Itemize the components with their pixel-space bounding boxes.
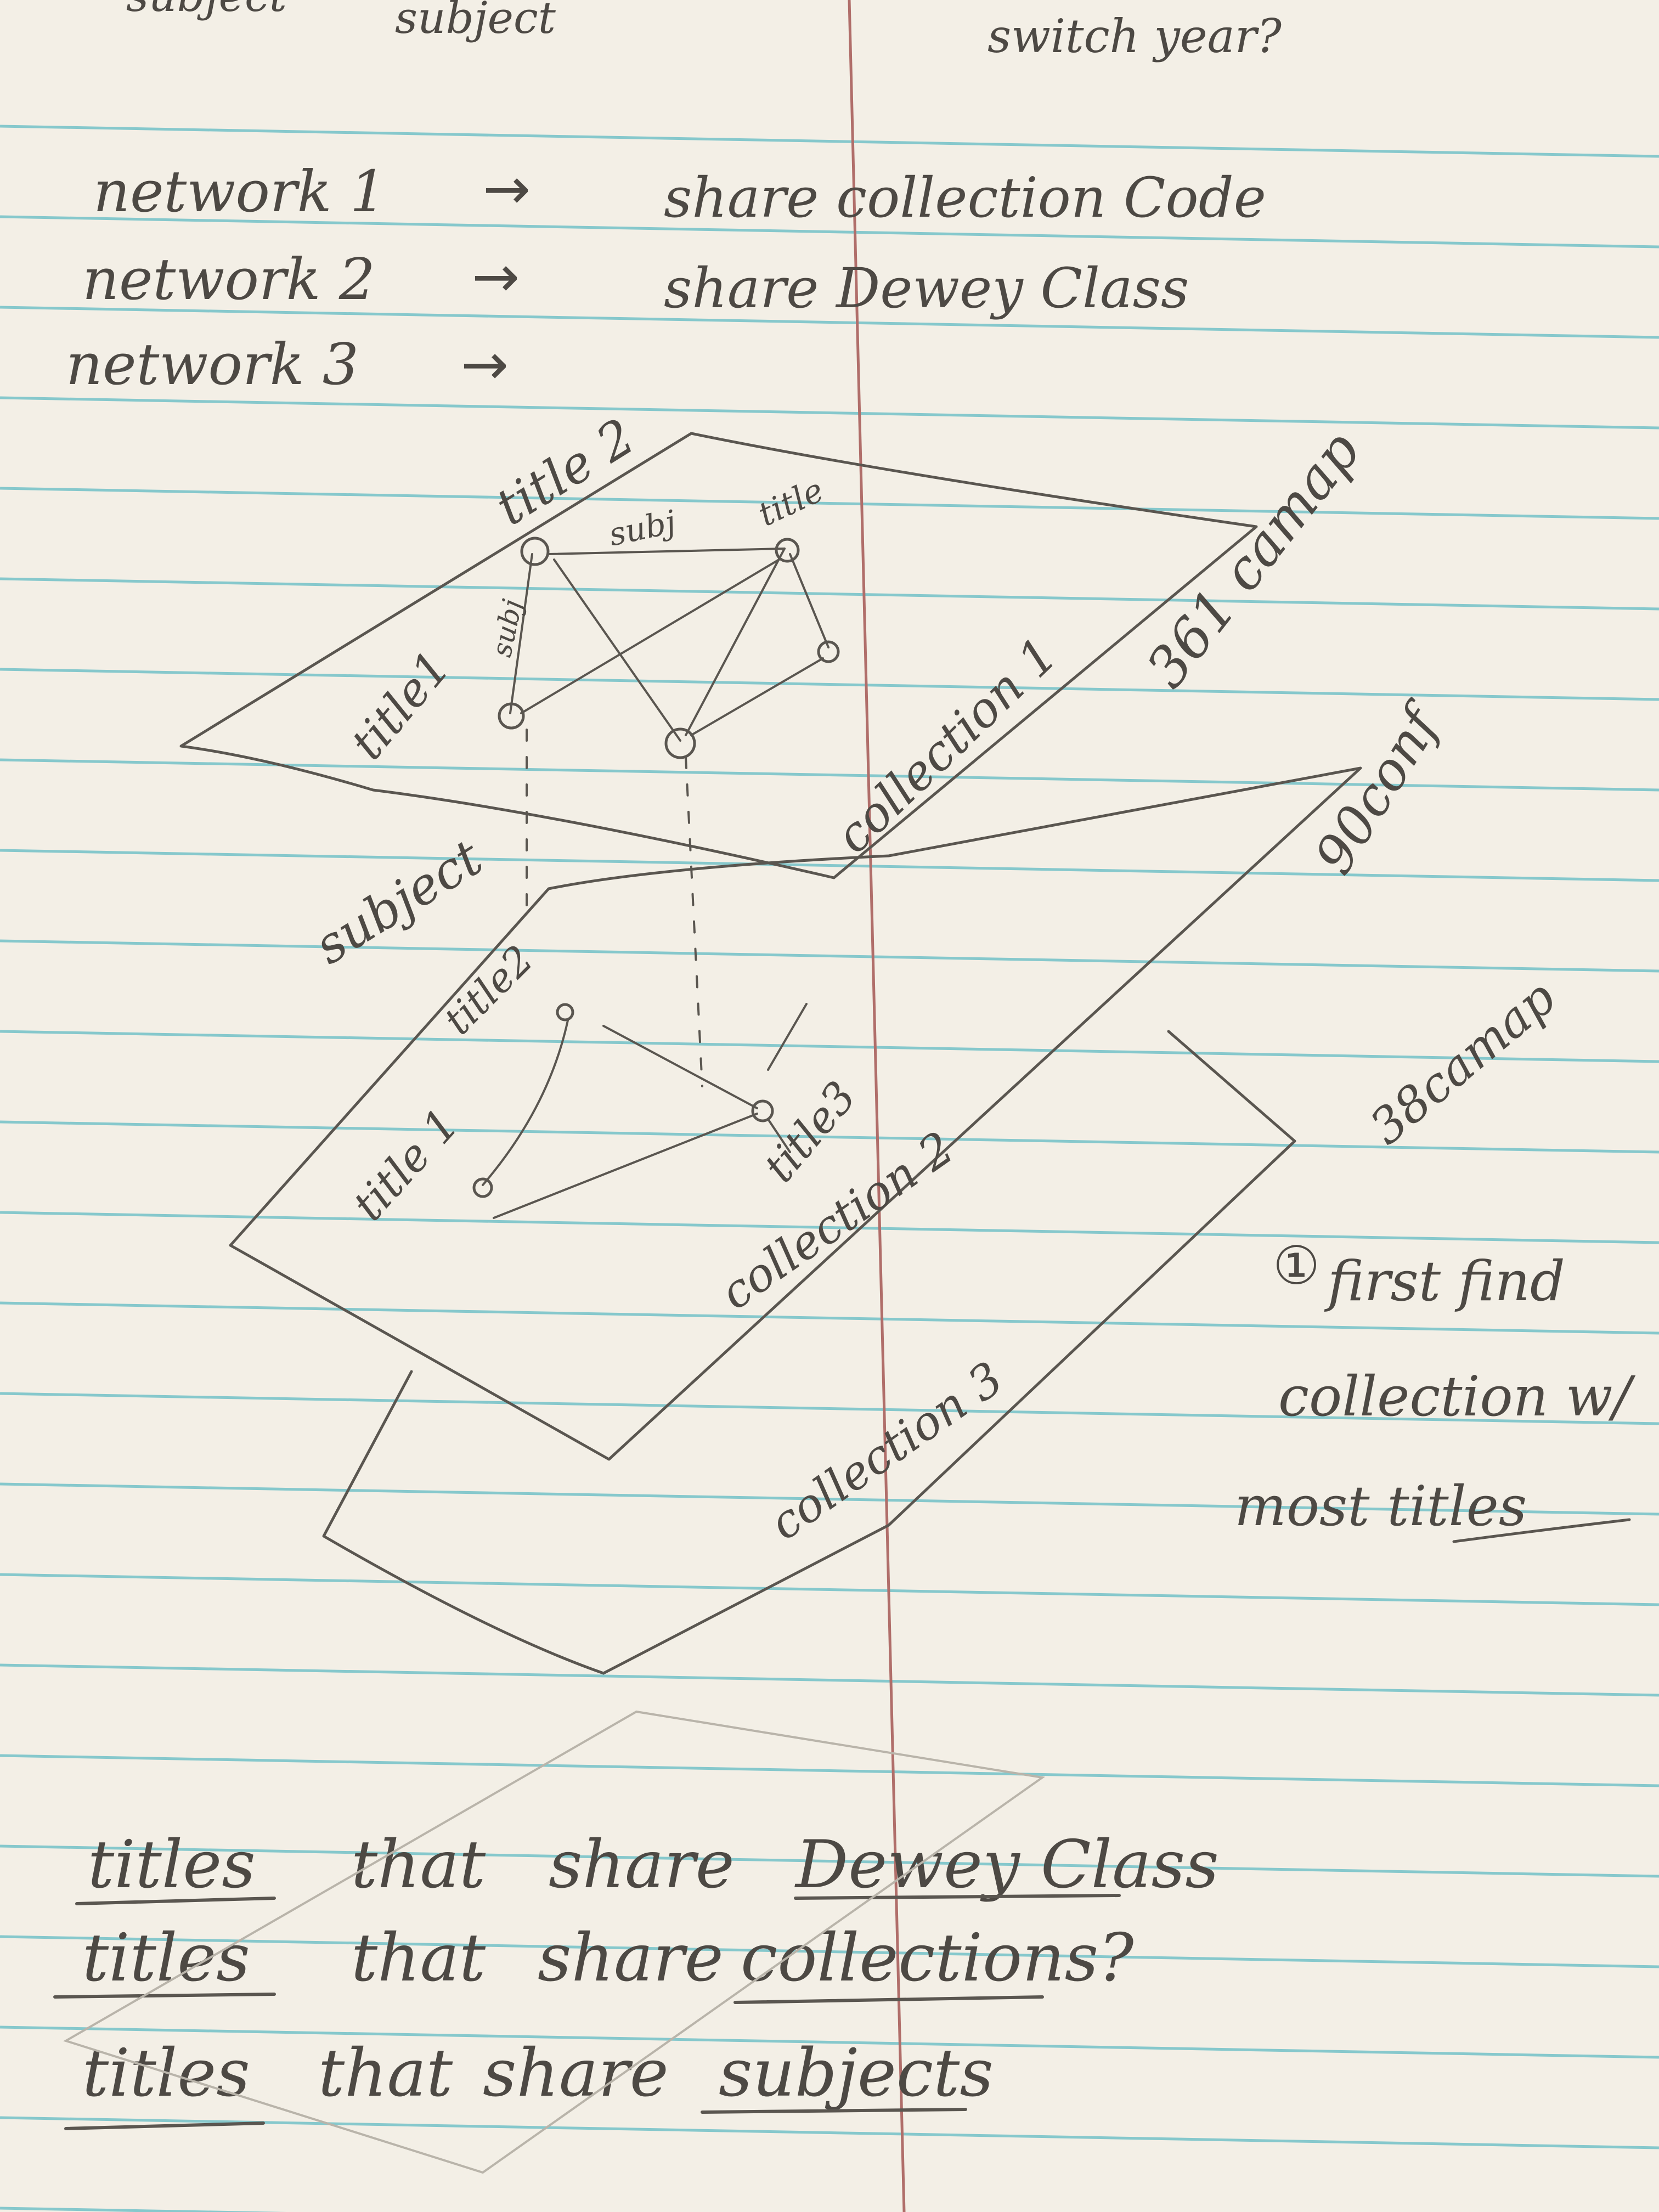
plane-top [179, 432, 1258, 879]
rule-line [0, 1482, 1659, 1516]
faint-overlay [63, 1710, 1046, 2174]
rule-line [0, 1211, 1659, 1244]
underline-6 [701, 2108, 967, 2114]
node-center-top [664, 727, 696, 759]
network-2-label: network 2 [82, 246, 375, 313]
network-1-rule: share collection Code [664, 166, 1266, 230]
rule-line [0, 396, 1659, 430]
network-2-arrow: → [472, 243, 520, 310]
list-2-c: share [538, 1920, 724, 1996]
side-note-number: ① [1273, 1235, 1320, 1296]
node-title1-top [498, 702, 525, 730]
node-right-top [817, 640, 840, 663]
list-1-b: that [351, 1827, 486, 1903]
network-3-label: network 3 [66, 331, 359, 398]
side-note-underline [1452, 1518, 1631, 1543]
list-2-d: collections? [741, 1920, 1134, 1996]
header-center-word: subject [395, 0, 556, 43]
rule-line [0, 306, 1659, 339]
rule-line [0, 1120, 1659, 1154]
underline-2 [794, 1894, 1121, 1900]
rule-line [0, 1030, 1659, 1063]
node-title2-mid [556, 1003, 574, 1022]
list-3-c: share [483, 2035, 669, 2112]
side-note-line-1: first find [1324, 1249, 1565, 1313]
list-1-a: titles [88, 1827, 256, 1903]
header-question: switch year? [988, 9, 1282, 63]
underline-3 [53, 1993, 276, 1999]
node-title1-mid [472, 1177, 493, 1198]
rule-line [0, 668, 1659, 701]
rule-line [0, 1844, 1659, 1878]
rule-line [0, 1663, 1659, 1697]
header-left-word: subject [126, 0, 287, 21]
margin-line [848, 0, 906, 2212]
rule-line [0, 215, 1659, 249]
rule-line [0, 1573, 1659, 1606]
rule-line [0, 2116, 1659, 2149]
rule-line [0, 1935, 1659, 1968]
side-note-line-2: collection w/ [1278, 1364, 1636, 1429]
rule-line [0, 1301, 1659, 1335]
network-1-arrow: → [483, 155, 531, 222]
list-2-a: titles [82, 1920, 250, 1996]
bottom-list: titles that share Dewey Class titles tha… [53, 1710, 1219, 2174]
plane-middle [229, 766, 1362, 1461]
rule-line [0, 849, 1659, 882]
rule-line [0, 487, 1659, 520]
side-note: ① first find collection w/ most titles [1234, 1235, 1636, 1543]
rule-line [0, 1754, 1659, 1787]
rule-line [0, 939, 1659, 973]
network-1-label: network 1 [93, 158, 386, 225]
underline-4 [733, 1995, 1044, 2004]
list-2-b: that [351, 1920, 486, 1996]
plane-bottom [322, 1030, 1296, 1675]
list-3-b: that [318, 2035, 453, 2112]
underline-1 [75, 1897, 276, 1905]
rule-line [0, 1392, 1659, 1425]
list-1-c: share [549, 1827, 735, 1903]
rule-line [0, 2025, 1659, 2059]
node-title2-top [520, 537, 550, 566]
list-1-d: Dewey Class [794, 1827, 1219, 1903]
connector-center [685, 756, 703, 1087]
rule-line [0, 125, 1659, 158]
side-note-line-3: most titles [1234, 1474, 1527, 1538]
list-3-d: subjects [719, 2035, 994, 2112]
node-title3-mid [751, 1099, 774, 1122]
ruled-lines [0, 125, 1659, 2212]
network-2-rule: share Dewey Class [664, 256, 1189, 320]
network-3-arrow: → [461, 331, 509, 398]
network-list: network 1 → share collection Code networ… [66, 155, 1266, 398]
rule-line [0, 577, 1659, 611]
underline-5 [64, 2121, 265, 2130]
node-title-top [775, 538, 800, 563]
